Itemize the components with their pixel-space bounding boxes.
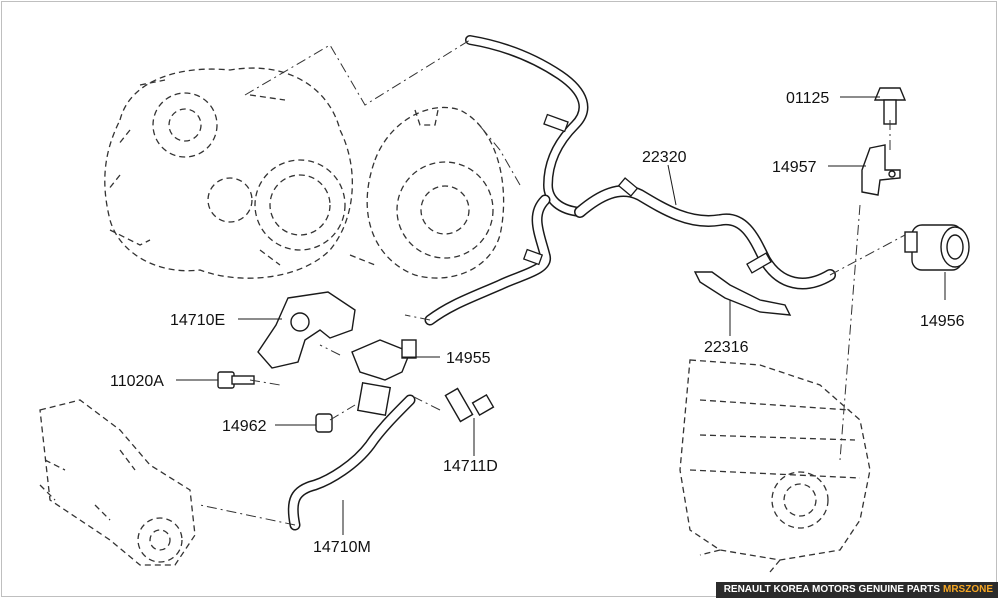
- label-14710E: 14710E: [170, 312, 225, 329]
- label-01125: 01125: [786, 90, 829, 107]
- hose-14710M: [287, 394, 416, 531]
- bolt-11020A: [217, 371, 255, 389]
- connection-lines: [199, 39, 906, 526]
- bracket-14957: [861, 144, 901, 196]
- leader-lines: [176, 96, 946, 535]
- alternator-outline: [349, 106, 505, 279]
- part-labels: 01125 14957 22320 14956 22316 14710E 149…: [110, 90, 965, 556]
- hose-lower-branch: [424, 194, 551, 326]
- label-22316: 22316: [704, 339, 749, 356]
- label-14710M: 14710M: [313, 539, 371, 556]
- bolt-01125: [873, 87, 907, 125]
- hose-clamps: [522, 113, 772, 274]
- hose-main-upper: [465, 35, 589, 217]
- bracket-22316: [693, 271, 792, 316]
- valve-14955: [351, 339, 417, 417]
- hose-22320: [574, 185, 836, 290]
- label-11020A: 11020A: [110, 373, 164, 390]
- label-14711D: 14711D: [443, 458, 498, 475]
- label-22320: 22320: [642, 149, 687, 166]
- bracket-14710E: [257, 291, 356, 369]
- engine-block-outline: [104, 67, 353, 279]
- cap-14962: [315, 413, 333, 433]
- label-14962: 14962: [222, 418, 267, 435]
- footer-text: RENAULT KOREA MOTORS GENUINE PARTS: [723, 584, 940, 595]
- throttle-body-outline: [39, 399, 196, 566]
- label-14957: 14957: [772, 159, 817, 176]
- bolt-14711D: [444, 387, 495, 423]
- label-14955: 14955: [446, 350, 491, 367]
- footer-brand: MRSZONE: [943, 584, 993, 595]
- intake-manifold-outline: [679, 359, 871, 573]
- label-14956: 14956: [920, 313, 965, 330]
- purge-solenoid-14956: [904, 224, 970, 271]
